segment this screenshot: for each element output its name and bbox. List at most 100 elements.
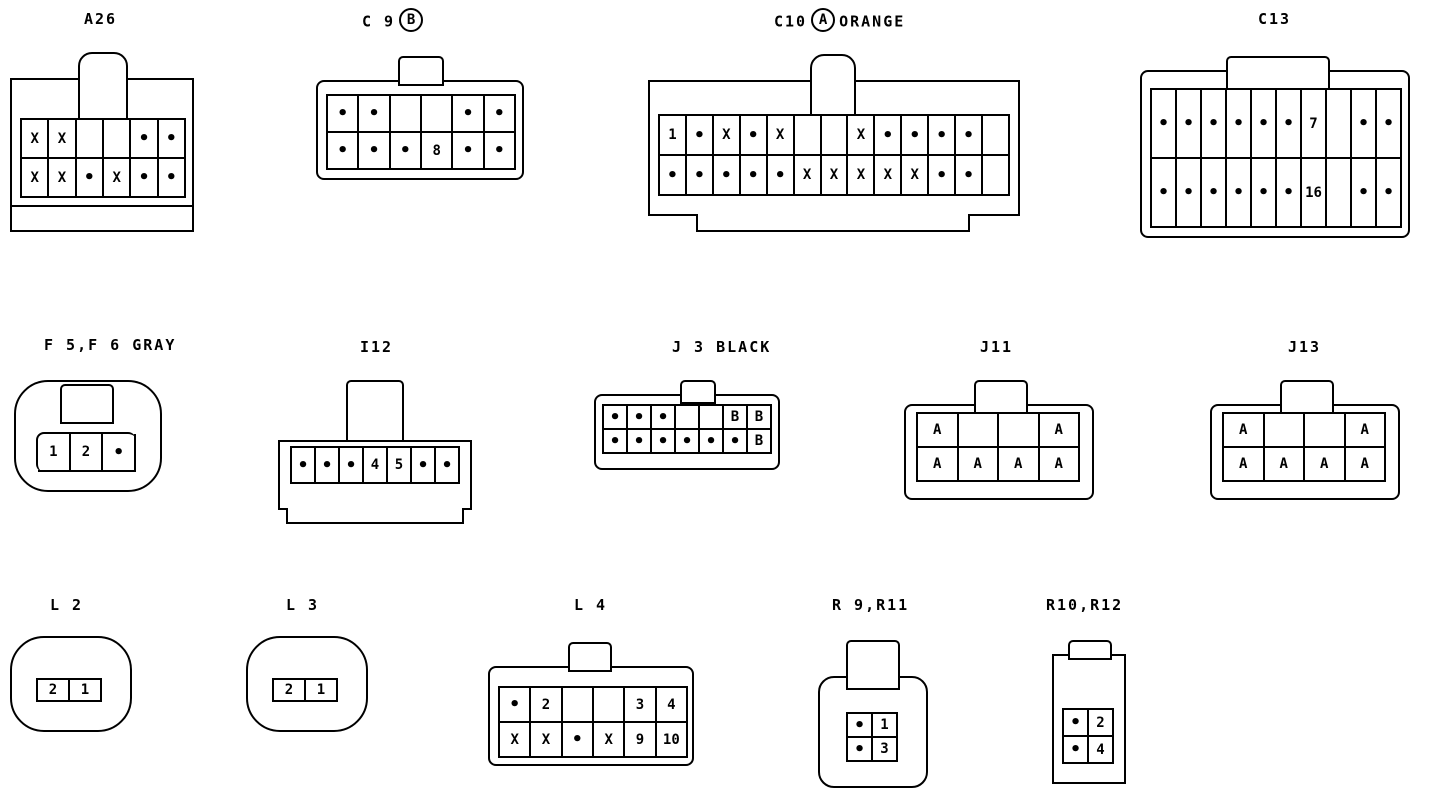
pin-cell: •	[740, 116, 768, 156]
connector-i12-base	[286, 508, 464, 524]
pin-cell: •	[1064, 737, 1089, 764]
pin-cell: •	[686, 156, 714, 196]
pin-cell: 2	[531, 688, 563, 723]
pin-cell: •	[1377, 159, 1402, 228]
pin-cell: •	[604, 430, 628, 454]
pin-cell: •	[292, 448, 316, 484]
badge-b: B	[399, 8, 424, 32]
label-r9r11: R 9,R11	[832, 596, 910, 614]
connector-r9r11-latch	[846, 640, 900, 690]
pin-cell: •	[562, 723, 594, 758]
pin-cell	[1327, 90, 1352, 159]
connector-i12-latch	[346, 380, 404, 442]
pin-cell: 2	[38, 680, 70, 702]
pin-cell: A	[1345, 448, 1386, 482]
pin-cell: X	[794, 156, 822, 196]
label-j3: J 3 BLACK	[672, 338, 772, 356]
pin-cell: 5	[388, 448, 412, 484]
pin-cell: X	[902, 156, 930, 196]
pin-cell: •	[740, 156, 768, 196]
pin-cell: 1	[70, 680, 102, 702]
pin-cell: •	[131, 120, 159, 159]
pin-cell: 8	[422, 133, 454, 170]
pin-cell: 7	[1302, 90, 1327, 159]
pin-cell: •	[848, 714, 873, 738]
pin-cell: •	[929, 156, 957, 196]
pin-cell: •	[1377, 90, 1402, 159]
pin-cell	[983, 116, 1010, 156]
pin-cell: A	[918, 414, 959, 448]
pin-cell	[794, 116, 822, 156]
pin-cell: •	[628, 406, 652, 430]
pin-cell: 1	[38, 434, 71, 472]
label-j11: J11	[980, 338, 1014, 356]
pin-cell: 2	[70, 434, 104, 472]
pin-cell: •	[1064, 710, 1089, 737]
pin-cell: •	[316, 448, 340, 484]
connector-l4-latch	[568, 642, 612, 672]
connector-a26-line	[12, 205, 192, 207]
pin-cell: •	[956, 116, 984, 156]
pin-cell: •	[76, 159, 104, 198]
pin-cell	[958, 414, 999, 448]
pin-cell: A	[1224, 414, 1265, 448]
connector-c13-latch	[1226, 56, 1330, 90]
pin-cell: •	[686, 116, 714, 156]
pin-cell: •	[131, 159, 159, 198]
pin-cell: A	[918, 448, 959, 482]
pin-cell: •	[500, 688, 532, 723]
pin-cell: 4	[1089, 737, 1114, 764]
pin-cell: •	[848, 738, 873, 762]
pin-cell: 4	[656, 688, 688, 723]
connector-l2-body	[10, 636, 132, 732]
pin-cell: A	[1305, 448, 1346, 482]
connector-c9-grid: •••••••8••	[326, 94, 516, 170]
pin-cell: •	[767, 156, 795, 196]
pin-cell	[1305, 414, 1346, 448]
pin-cell: 1	[306, 680, 338, 702]
pin-cell: X	[848, 116, 876, 156]
pin-cell: A	[1345, 414, 1386, 448]
connector-r9r11-grid: •1•3	[846, 712, 898, 762]
pin-cell: •	[1202, 159, 1227, 228]
badge-a: A	[811, 8, 836, 32]
pin-cell: X	[767, 116, 795, 156]
pin-cell: A	[958, 448, 999, 482]
pin-cell: •	[1252, 90, 1277, 159]
connector-c10-base	[696, 214, 970, 232]
pin-cell: A	[1224, 448, 1265, 482]
label-l4: L 4	[574, 596, 608, 614]
pin-cell: •	[604, 406, 628, 430]
pin-cell: 2	[274, 680, 306, 702]
pin-cell: X	[500, 723, 532, 758]
pin-cell	[422, 96, 454, 133]
pin-cell: •	[158, 159, 186, 198]
pin-cell: •	[902, 116, 930, 156]
pin-cell: X	[49, 159, 77, 198]
connector-r10r12-grid: •2•4	[1062, 708, 1114, 764]
pin-cell: •	[359, 133, 391, 170]
pin-cell	[999, 414, 1040, 448]
pin-cell: •	[484, 133, 516, 170]
label-i12: I12	[360, 338, 394, 356]
pin-cell: •	[1177, 90, 1202, 159]
pin-cell: A	[1039, 414, 1080, 448]
pin-cell: •	[1177, 159, 1202, 228]
pin-cell: 2	[1089, 710, 1114, 737]
pin-cell: 3	[625, 688, 657, 723]
pin-cell: X	[875, 156, 903, 196]
pin-cell: •	[412, 448, 436, 484]
pin-cell	[1327, 159, 1352, 228]
pin-cell: X	[22, 159, 50, 198]
pin-cell: •	[652, 430, 676, 454]
pin-cell: 16	[1302, 159, 1327, 228]
pin-cell: •	[1202, 90, 1227, 159]
pin-cell: X	[594, 723, 626, 758]
connector-j3-latch	[680, 380, 716, 404]
